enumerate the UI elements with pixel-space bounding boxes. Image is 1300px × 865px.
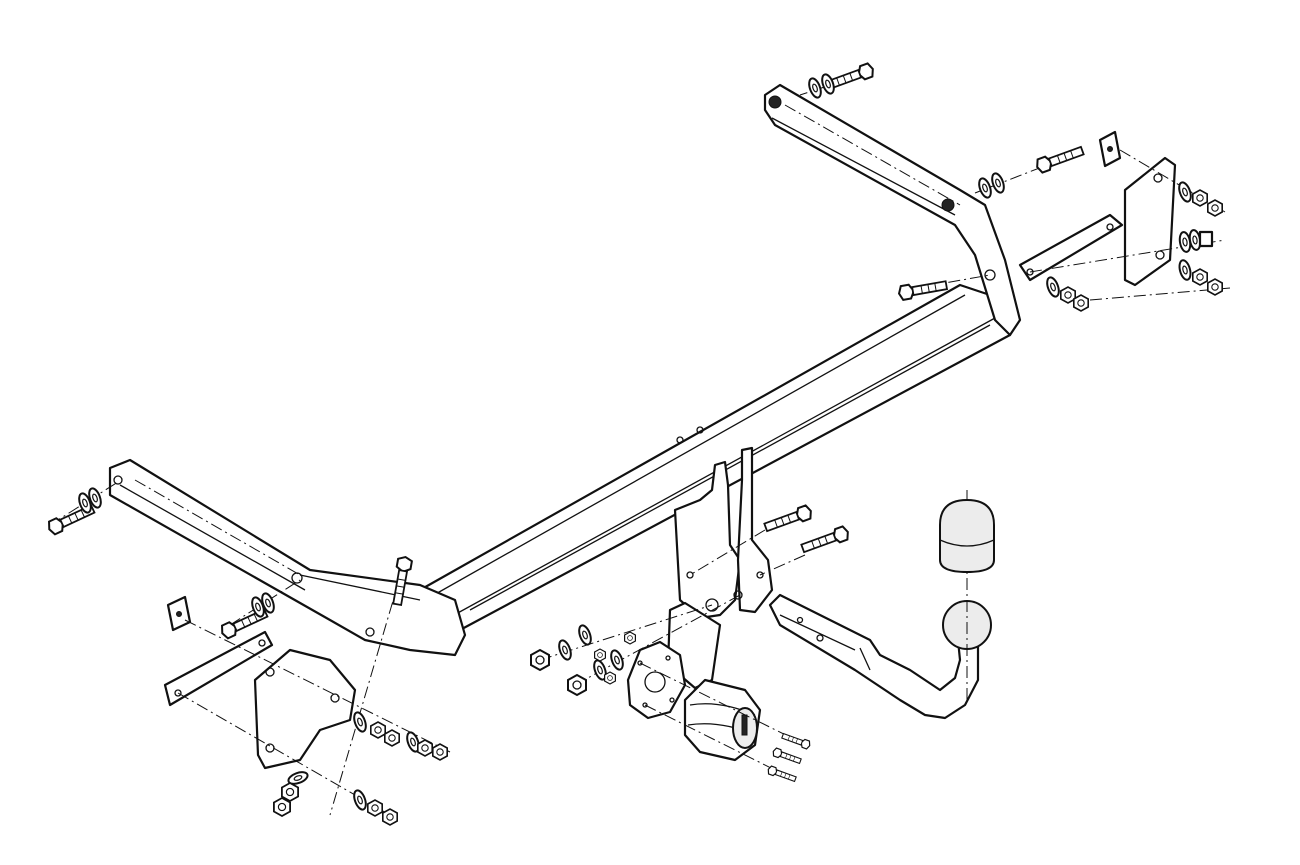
left-side-arm [108, 458, 467, 657]
right-side-arm [763, 83, 1022, 337]
right-mounting-bracket [1018, 130, 1177, 287]
socket-mounting-plate [626, 601, 722, 720]
tow-ball-arm [768, 490, 992, 720]
ball-mount-bracket [673, 446, 774, 620]
ball-cover-cap [939, 498, 995, 574]
electrical-socket [683, 678, 762, 762]
fastener-set-left-arm [45, 485, 105, 537]
fastener-set-upper-right [975, 143, 1086, 201]
left-mounting-bracket [163, 595, 357, 770]
fastener-set-far-right [1043, 179, 1223, 312]
fastener-set-top [805, 61, 877, 101]
